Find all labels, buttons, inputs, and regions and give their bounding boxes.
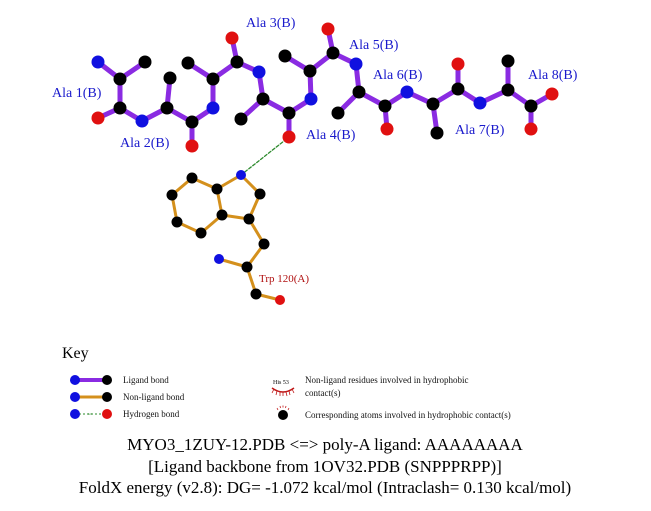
residue-label-ala2: Ala 2(B) bbox=[120, 136, 170, 151]
carbon-atom bbox=[163, 71, 177, 85]
carbon-atom bbox=[250, 288, 262, 300]
oxygen-atom bbox=[380, 122, 394, 136]
key-hydrogen-bond: 3.0 Hydrogen bond bbox=[70, 409, 180, 419]
oxygen-atom bbox=[451, 57, 465, 71]
nitrogen-atom-icon bbox=[70, 392, 80, 402]
carbon-atom bbox=[241, 261, 253, 273]
nitrogen-atom bbox=[91, 55, 105, 69]
key-hydrophobic-residues-label: Non-ligand residues involved in hydropho… bbox=[305, 375, 468, 385]
carbon-atom bbox=[501, 83, 515, 97]
hydrogen-bond bbox=[240, 136, 290, 176]
carbon-atom bbox=[326, 46, 340, 60]
carbon-atom bbox=[206, 72, 220, 86]
caption-line-2: [Ligand backbone from 1OV32.PDB (SNPPPRP… bbox=[148, 457, 502, 476]
caption-line-1: MYO3_1ZUY-12.PDB <=> poly-A ligand: AAAA… bbox=[127, 435, 523, 454]
nitrogen-atom-icon bbox=[70, 409, 80, 419]
key-ligand-bond: Ligand bond bbox=[70, 375, 169, 385]
nitrogen-atom bbox=[304, 92, 318, 106]
carbon-atom-icon bbox=[102, 375, 112, 385]
carbon-atom bbox=[501, 54, 515, 68]
nitrogen-atom bbox=[206, 101, 220, 115]
residue-label-ala3: Ala 3(B) bbox=[246, 16, 296, 31]
key-hydrogen-bond-label: Hydrogen bond bbox=[123, 409, 180, 419]
hbond-distance-sample: 3.0 bbox=[88, 412, 92, 416]
carbon-atom bbox=[186, 172, 198, 184]
carbon-atom bbox=[451, 82, 465, 96]
oxygen-atom bbox=[545, 87, 559, 101]
residue-label-ala7: Ala 7(B) bbox=[455, 123, 505, 138]
key-hydrophobic-residues: His 53 Non-ligand residues involved in h… bbox=[271, 375, 468, 398]
carbon-atom bbox=[138, 55, 152, 69]
residue-label-ala1: Ala 1(B) bbox=[52, 86, 102, 101]
oxygen-atom bbox=[321, 22, 335, 36]
key-nonligand-bond: Non-ligand bond bbox=[70, 392, 185, 402]
oxygen-atom bbox=[225, 31, 239, 45]
nitrogen-atom-icon bbox=[70, 375, 80, 385]
carbon-atom bbox=[181, 56, 195, 70]
carbon-atom-icon bbox=[102, 392, 112, 402]
residue-label-ala6: Ala 6(B) bbox=[373, 68, 423, 83]
nitrogen-atom bbox=[252, 65, 266, 79]
carbon-atom bbox=[258, 238, 270, 250]
carbon-atom bbox=[113, 72, 127, 86]
carbon-atom bbox=[160, 101, 174, 115]
carbon-atom bbox=[378, 99, 392, 113]
key-title: Key bbox=[62, 345, 89, 362]
oxygen-atom bbox=[282, 130, 296, 144]
residue-label-trp120: Trp 120(A) bbox=[259, 273, 309, 285]
key-hydrophobic-atoms-label: Corresponding atoms involved in hydropho… bbox=[305, 410, 511, 420]
nitrogen-atom bbox=[214, 254, 224, 264]
carbon-atom bbox=[243, 213, 255, 225]
bonds bbox=[95, 26, 555, 302]
oxygen-atom-icon bbox=[102, 409, 112, 419]
residue-labels: Ala 1(B) Ala 2(B) Ala 3(B) Ala 4(B) Ala … bbox=[52, 16, 578, 285]
residue-label-ala8: Ala 8(B) bbox=[528, 68, 578, 83]
carbon-atom bbox=[426, 97, 440, 111]
carbon-atom bbox=[211, 183, 223, 195]
nitrogen-atom bbox=[400, 85, 414, 99]
nitrogen-atom bbox=[135, 114, 149, 128]
carbon-atom bbox=[166, 189, 178, 201]
carbon-atom bbox=[171, 216, 183, 228]
carbon-atom bbox=[303, 64, 317, 78]
residue-label-ala4: Ala 4(B) bbox=[306, 128, 356, 143]
atoms bbox=[91, 22, 559, 305]
carbon-atom bbox=[254, 188, 266, 200]
key-hydrophobic-residues-label-2: contact(s) bbox=[305, 388, 340, 398]
oxygen-atom bbox=[275, 295, 285, 305]
key-hydrophobic-atoms: Corresponding atoms involved in hydropho… bbox=[276, 405, 511, 420]
key-ligand-bond-label: Ligand bond bbox=[123, 375, 169, 385]
carbon-atom bbox=[185, 115, 199, 129]
carbon-atom bbox=[278, 49, 292, 63]
oxygen-atom bbox=[185, 139, 199, 153]
hydrophobic-arc-icon bbox=[271, 387, 295, 393]
oxygen-atom bbox=[91, 111, 105, 125]
carbon-atom bbox=[230, 55, 244, 69]
carbon-atom bbox=[256, 92, 270, 106]
carbon-atom bbox=[352, 85, 366, 99]
carbon-atom bbox=[331, 106, 345, 120]
carbon-atom bbox=[113, 101, 127, 115]
carbon-atom bbox=[216, 209, 228, 221]
carbon-atom bbox=[430, 126, 444, 140]
caption-line-3: FoldX energy (v2.8): DG= -1.072 kcal/mol… bbox=[79, 478, 571, 497]
carbon-atom bbox=[195, 227, 207, 239]
nitrogen-atom bbox=[349, 57, 363, 71]
carbon-atom bbox=[234, 112, 248, 126]
key-nonligand-bond-label: Non-ligand bond bbox=[123, 392, 185, 402]
carbon-atom bbox=[282, 106, 296, 120]
oxygen-atom bbox=[524, 122, 538, 136]
caption: MYO3_1ZUY-12.PDB <=> poly-A ligand: AAAA… bbox=[79, 435, 571, 497]
residue-label-ala5: Ala 5(B) bbox=[349, 38, 399, 53]
key-legend: Key Ligand bond Non-ligand bond 3.0 Hydr… bbox=[62, 345, 511, 420]
nitrogen-atom bbox=[236, 170, 246, 180]
hydrophobic-residue-sample: His 53 bbox=[273, 380, 289, 386]
carbon-atom bbox=[524, 99, 538, 113]
hydrophobic-atom-icon bbox=[278, 410, 288, 420]
nitrogen-atom bbox=[473, 96, 487, 110]
